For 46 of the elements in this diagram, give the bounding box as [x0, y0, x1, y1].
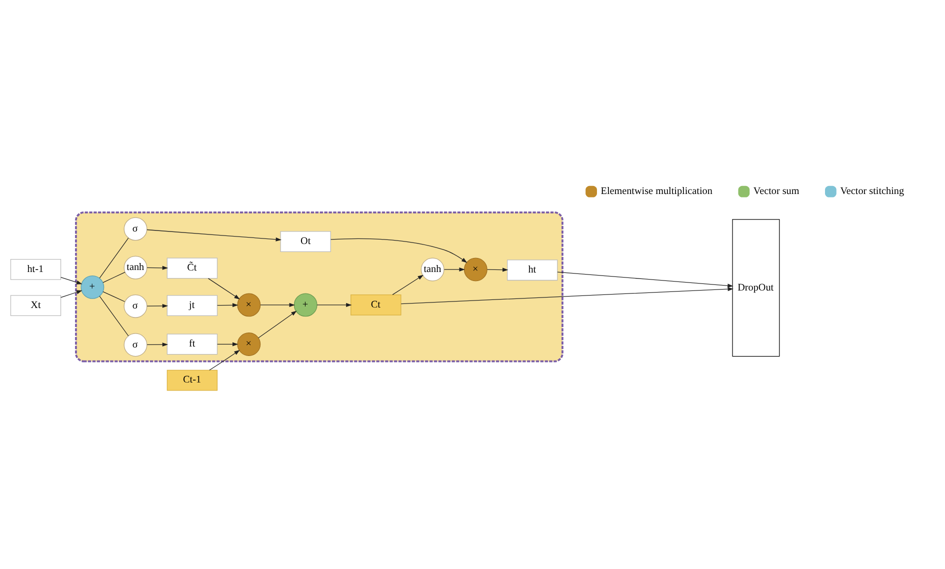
node-box: Ct	[350, 294, 402, 315]
node-circle: ×	[464, 257, 488, 281]
arrow	[330, 238, 468, 262]
node-circle: tanh	[124, 255, 148, 279]
arrow	[400, 286, 734, 304]
arrow	[444, 266, 465, 271]
arrow	[392, 274, 424, 294]
node-box: ft	[166, 333, 218, 354]
node-box: Ct-1	[166, 369, 218, 390]
arrow	[260, 302, 295, 306]
connector	[102, 290, 126, 302]
arrow	[60, 276, 82, 284]
node-circle: ×	[237, 292, 261, 316]
node-box: DropOut	[732, 218, 780, 356]
arrow	[217, 302, 238, 307]
arrow	[209, 350, 240, 370]
node-box: jt	[166, 294, 218, 316]
arrow	[208, 278, 240, 299]
arrow	[146, 303, 168, 308]
node-circle: σ	[124, 216, 148, 240]
arrow	[316, 302, 352, 306]
node-box: Xt	[10, 294, 62, 316]
legend-label: Vector sum	[753, 185, 800, 196]
arrow	[60, 290, 82, 298]
node-box: C̃t	[166, 257, 218, 278]
arrow	[258, 310, 297, 338]
legend-label: Vector stitching	[840, 185, 904, 196]
arrow	[146, 228, 282, 241]
node-circle: σ	[124, 332, 148, 356]
connector	[102, 271, 126, 282]
node-box: ht	[507, 259, 558, 280]
node-box: Ot	[280, 230, 331, 252]
arrow	[217, 342, 238, 346]
arrow	[486, 267, 508, 272]
connector	[99, 237, 129, 278]
node-circle: +	[80, 275, 104, 298]
node-circle: +	[294, 292, 318, 316]
connector	[99, 295, 129, 336]
arrow	[146, 342, 168, 346]
node-circle: tanh	[420, 257, 444, 281]
arrow	[557, 271, 734, 288]
node-circle: σ	[124, 294, 148, 318]
legend-label: Elementwise multiplication	[600, 185, 712, 196]
node-circle: ×	[237, 332, 261, 356]
node-box: ht-1	[10, 258, 62, 280]
arrow	[146, 265, 168, 270]
